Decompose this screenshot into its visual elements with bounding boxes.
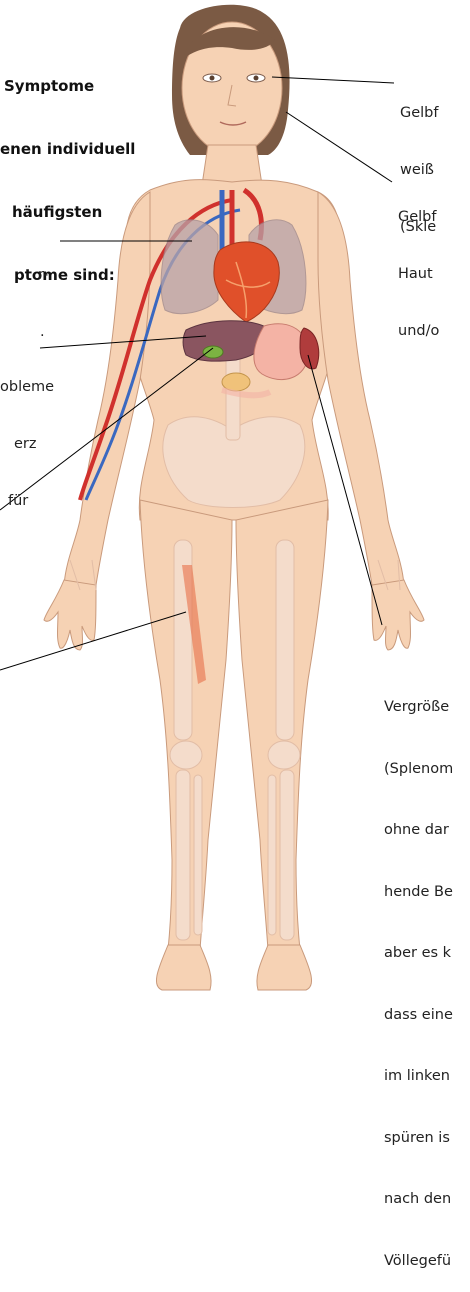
callout-line: Gelbf	[400, 104, 439, 123]
callout-skin: Gelbf Haut und/o	[398, 170, 439, 360]
symptom-heading: Symptome enen individuell häufigsten pto…	[0, 34, 135, 307]
callout-line: aber es k	[384, 943, 453, 964]
right-foot	[156, 945, 211, 990]
heading-line: häufigsten	[0, 202, 135, 223]
callout-line: hende Be	[384, 882, 453, 903]
callout-line: r-	[38, 266, 48, 285]
callout-line: (Splenom	[384, 759, 453, 780]
left-foot	[257, 945, 312, 990]
callout-line: spüren is	[384, 1128, 453, 1149]
callout-line: Haut	[398, 265, 439, 284]
callout-line: Völlegefü	[384, 1251, 453, 1272]
callout-spleen: Vergröße (Splenom ohne dar hende Be aber…	[384, 656, 453, 1292]
callout-line: Vergröße	[384, 697, 453, 718]
callout-line: erz	[0, 435, 54, 454]
callout-line: für	[0, 492, 54, 511]
callout-line: und/o	[398, 322, 439, 341]
callout-line: Gelbf	[398, 208, 439, 227]
callout-line: nach den	[384, 1189, 453, 1210]
callout-line: dass eine	[384, 1005, 453, 1026]
heading-line: Symptome	[0, 76, 135, 97]
gallbladder	[203, 346, 223, 358]
callout-line: obleme	[0, 378, 54, 397]
neck	[202, 145, 262, 185]
right-hand	[44, 580, 96, 650]
callout-line: ohne dar	[384, 820, 453, 841]
callout-liver: obleme erz für	[0, 340, 54, 530]
left-hand	[372, 580, 424, 650]
left-arm	[318, 192, 404, 585]
heading-line: enen individuell	[0, 139, 135, 160]
leader-skin	[286, 112, 392, 182]
heading-line: ptome sind:	[0, 265, 135, 286]
leader-eyes	[272, 77, 394, 83]
callout-line: im linken	[384, 1066, 453, 1087]
